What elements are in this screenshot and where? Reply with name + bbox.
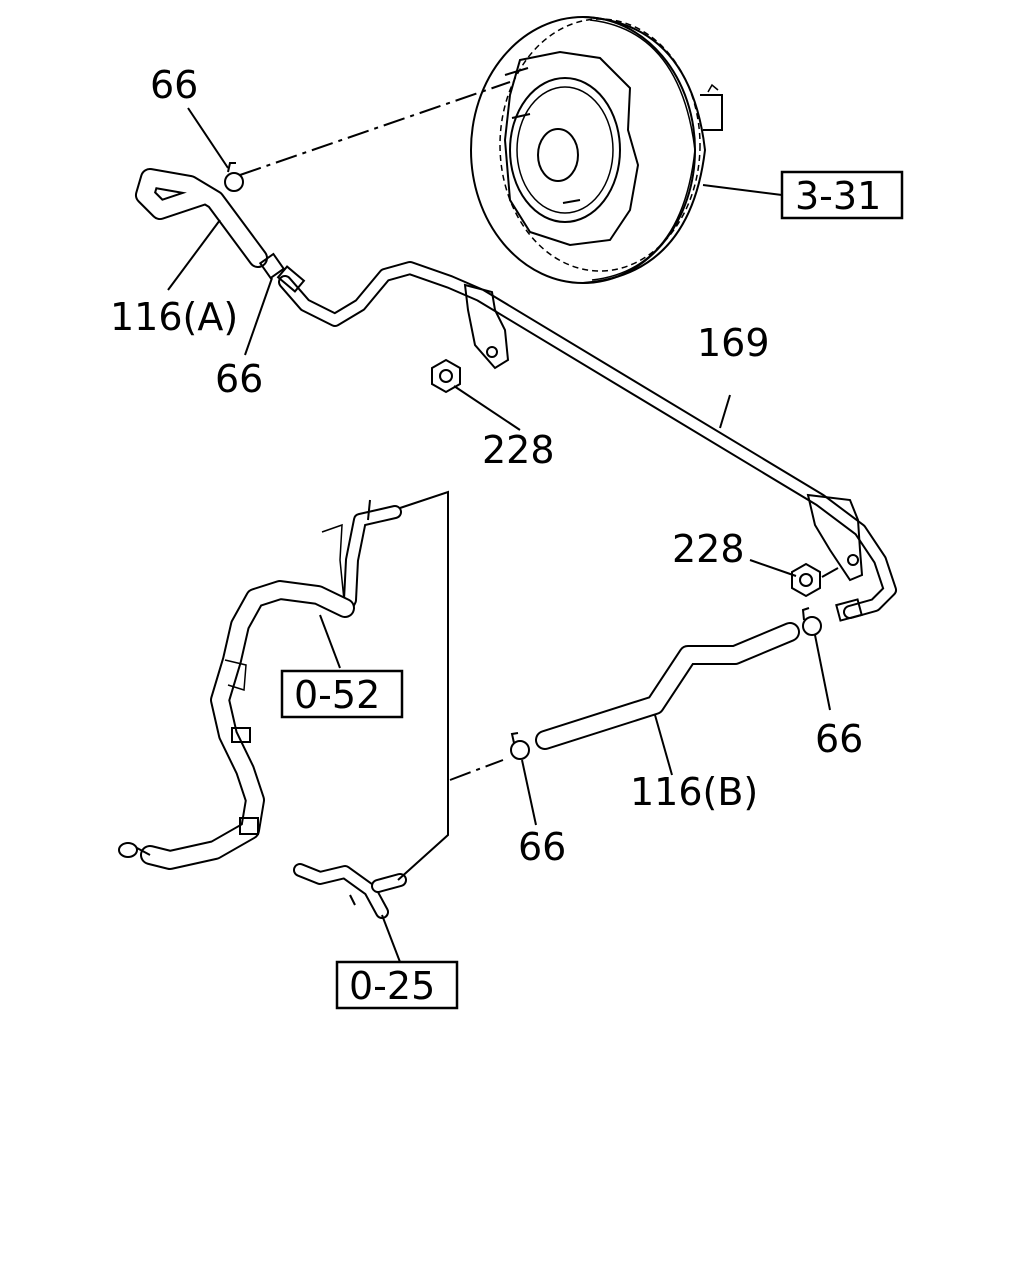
bracket-line (397, 490, 449, 881)
ref-box-upper[interactable]: 0-52 (280, 669, 404, 719)
leader-lines (167, 107, 831, 963)
label-hose-116a: 116(A) (110, 295, 238, 339)
clip-66-b (510, 732, 530, 760)
label-nut-228-upper: 228 (482, 428, 555, 472)
ref-box-booster[interactable]: 3-31 (780, 170, 904, 220)
label-hose-116b: 116(B) (630, 770, 758, 814)
hose-116a (135, 168, 268, 268)
ref-box-lower[interactable]: 0-25 (335, 960, 459, 1010)
ref-booster-text: 3-31 (795, 174, 881, 218)
clip-66-top (224, 162, 244, 192)
pipe-bracket-lower (806, 493, 864, 582)
nut-228-upper (431, 358, 461, 394)
label-clip-66-right: 66 (815, 717, 863, 761)
label-pipe-169: 169 (697, 321, 770, 365)
clip-66-a (258, 252, 286, 280)
label-clip-66-top: 66 (150, 63, 198, 107)
hose-116b (535, 622, 800, 750)
label-clip-66-a: 66 (215, 357, 263, 401)
nut-228-lower (791, 562, 821, 598)
pipe-bracket-upper (463, 283, 510, 370)
guide-line-booster (239, 81, 511, 176)
clip-66-right (801, 607, 822, 636)
label-clip-66-b: 66 (518, 825, 566, 869)
ref-lower-text: 0-25 (349, 964, 435, 1008)
ref-upper-text: 0-52 (294, 673, 380, 717)
label-nut-228-lower: 228 (672, 527, 745, 571)
brake-booster (470, 16, 783, 284)
left-pipe-assembly (118, 499, 407, 919)
